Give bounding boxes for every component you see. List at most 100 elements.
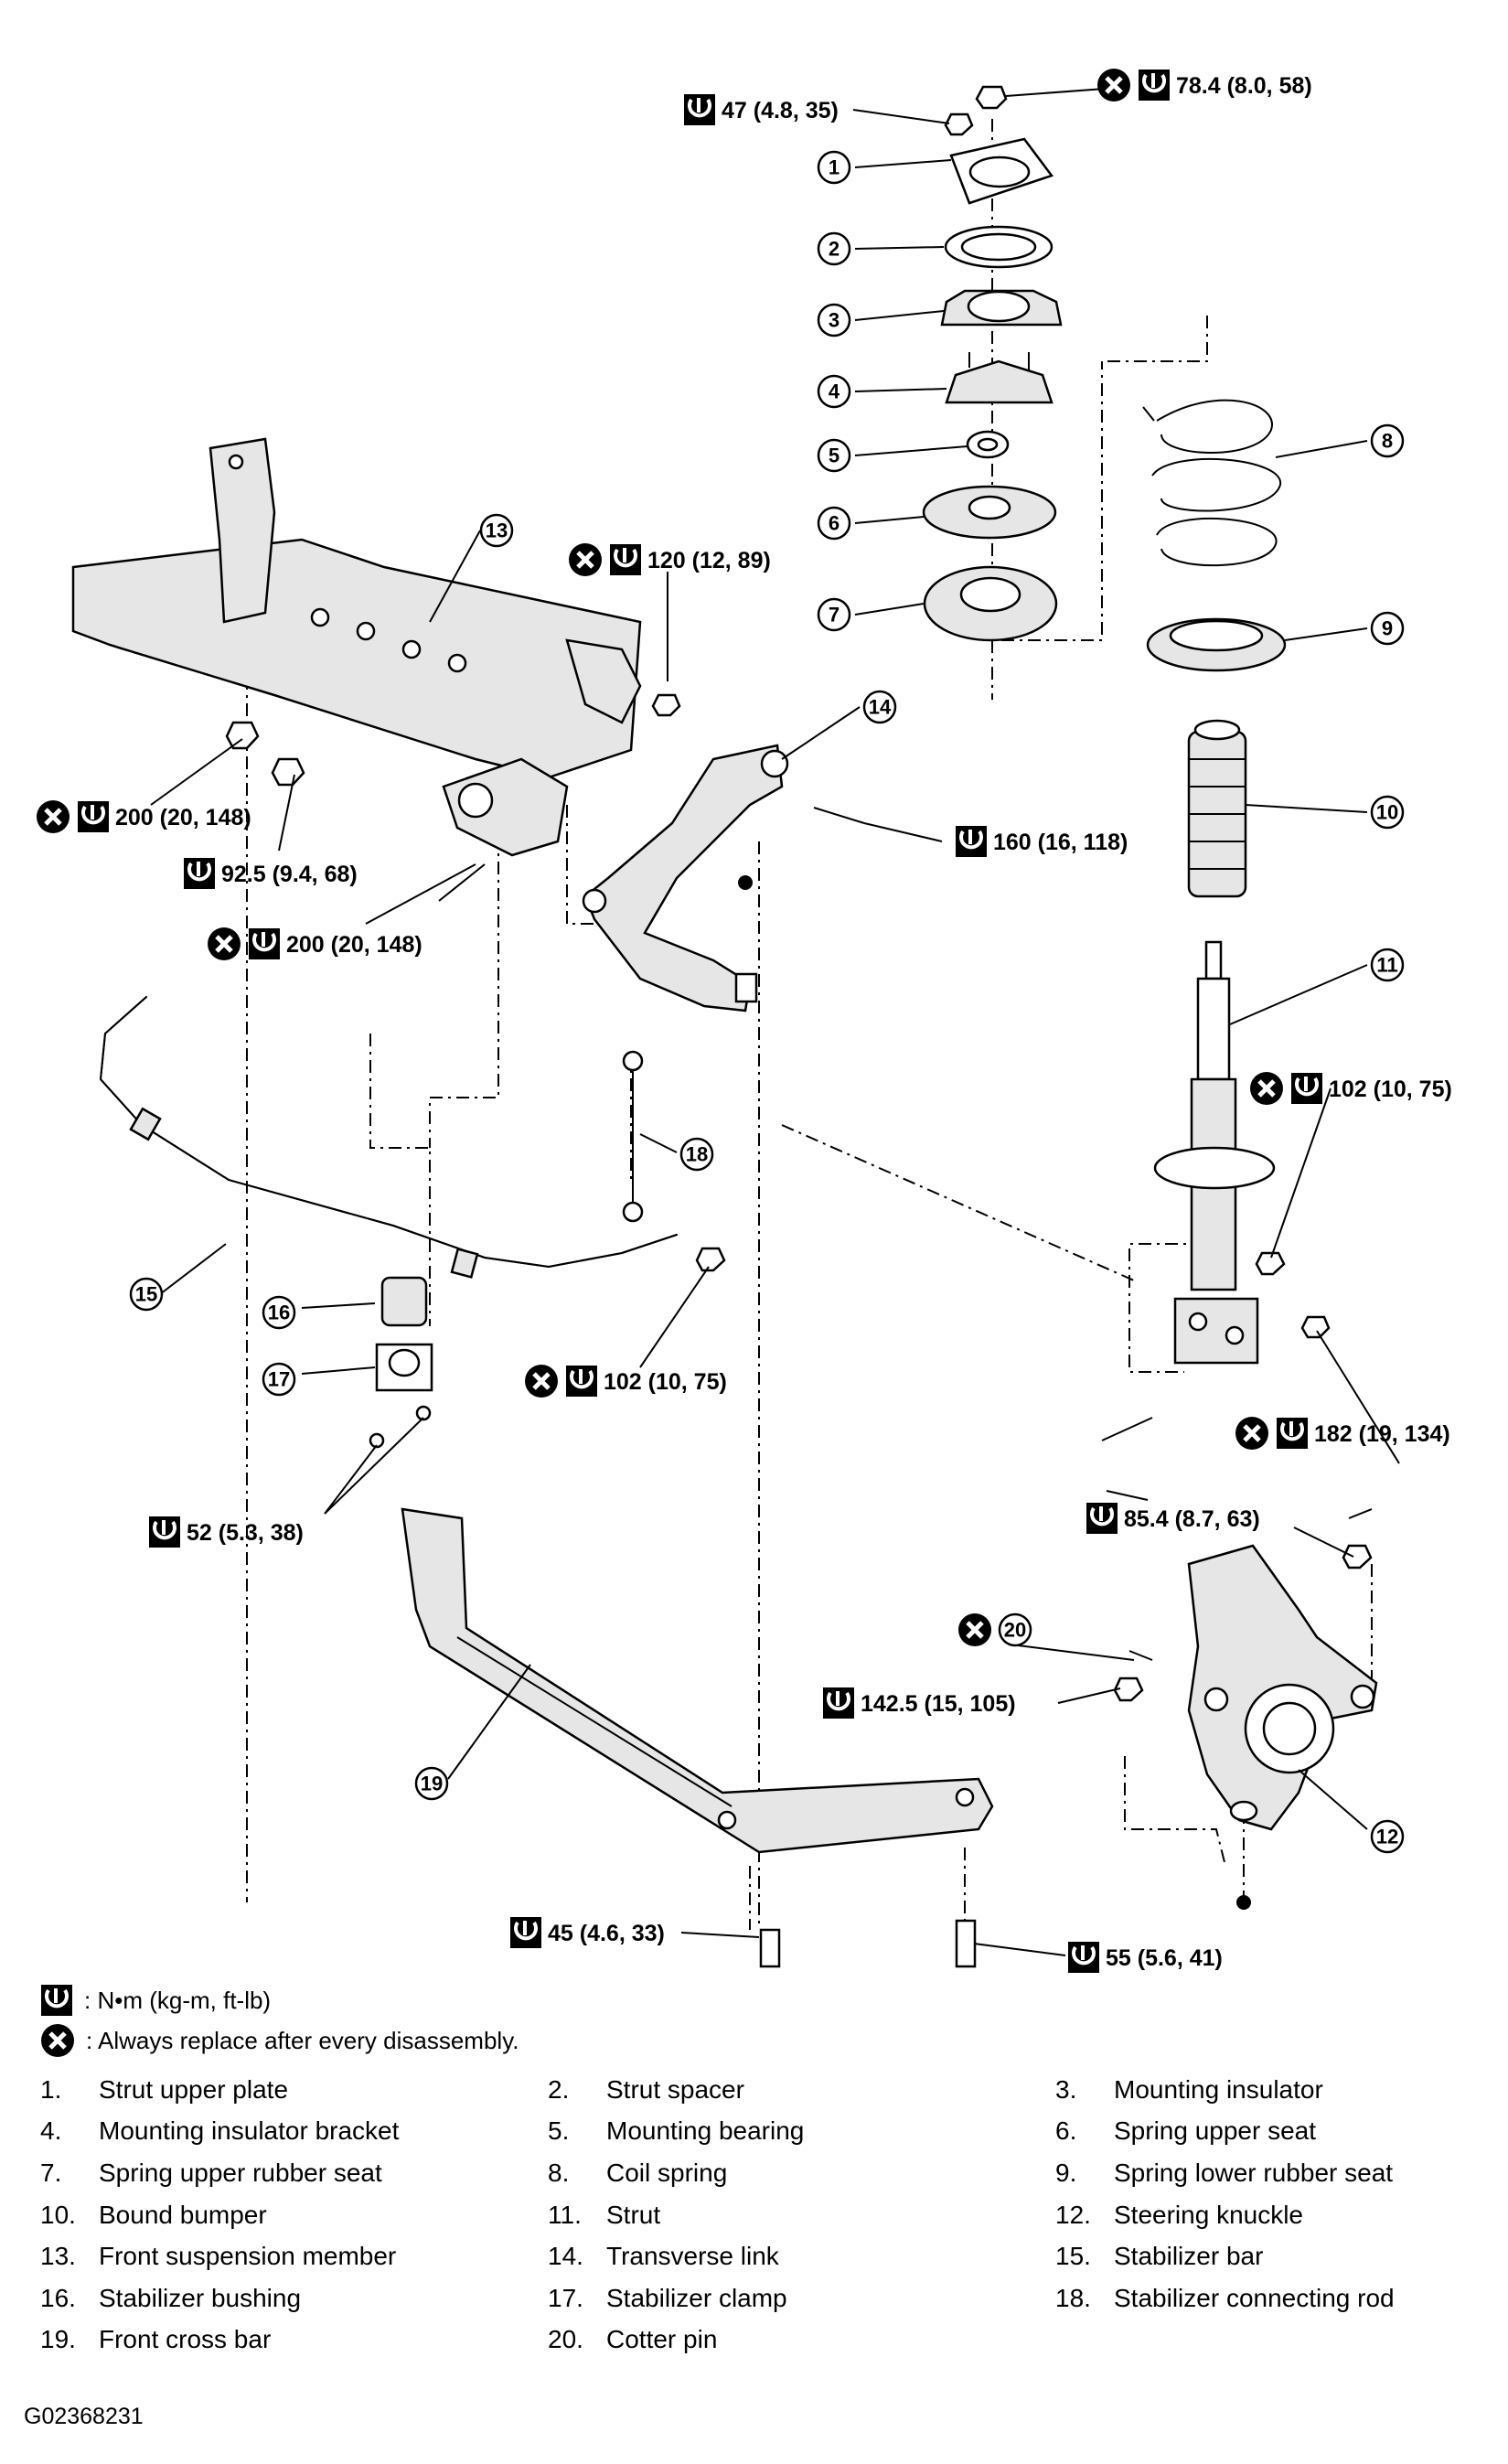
svg-text:102 (10, 75): 102 (10, 75) <box>604 1369 727 1395</box>
replace-x-icon <box>1097 69 1130 102</box>
replace-x-icon <box>569 543 602 576</box>
torque-wrench-icon <box>608 542 643 577</box>
parts-list-item: 3.Mounting insulator <box>1055 2074 1323 2104</box>
parts-list-item: 10.Bound bumper <box>40 2200 267 2229</box>
torque-wrench-icon <box>821 1686 856 1720</box>
torque-label-182: 182 (19, 134) <box>1235 1417 1450 1450</box>
torque-wrench-icon <box>1085 1501 1119 1536</box>
svg-text:9: 9 <box>1382 617 1393 640</box>
parts-list-item: 16.Stabilizer bushing <box>40 2283 302 2312</box>
callout-5: 5 <box>817 438 851 473</box>
svg-text:45 (4.6, 33): 45 (4.6, 33) <box>548 1921 665 1946</box>
callout-12: 12 <box>1370 1819 1405 1854</box>
stabilizer-bar-part <box>99 996 678 1279</box>
parts-list-item: 1.Strut upper plate <box>40 2074 289 2104</box>
torque-label-85: 85.4 (8.7, 63) <box>1085 1501 1260 1536</box>
callout-17: 17 <box>262 1362 296 1397</box>
callout-20: 20 <box>998 1612 1032 1647</box>
torque-label-142: 142.5 (15, 105) <box>821 1686 1016 1720</box>
torque-wrench-icon <box>508 1915 543 1950</box>
torque-wrench-icon <box>40 1984 73 2017</box>
replace-x-icon <box>37 800 70 833</box>
stabilizer-connecting-rod-part <box>622 1050 726 1272</box>
svg-text:200 (20, 148): 200 (20, 148) <box>115 805 251 830</box>
callout-14: 14 <box>862 690 897 724</box>
svg-text:160 (16, 118): 160 (16, 118) <box>993 830 1128 855</box>
replace-x-icon <box>1250 1072 1283 1105</box>
parts-list-item: 15.Stabilizer bar <box>1055 2242 1264 2271</box>
torque-wrench-icon <box>247 927 282 961</box>
callout-3: 3 <box>817 303 851 337</box>
svg-text:142.5 (15, 105): 142.5 (15, 105) <box>861 1691 1016 1717</box>
torque-label-120: 120 (12, 89) <box>569 543 771 576</box>
strut-upper-plate-hole <box>968 155 1031 188</box>
callout-18: 18 <box>679 1137 714 1172</box>
parts-list-item: 20.Cotter pin <box>548 2325 718 2354</box>
svg-text:4: 4 <box>829 380 840 403</box>
torque-label-200a: 200 (20, 148) <box>37 800 251 833</box>
parts-list-item: 2.Strut spacer <box>548 2074 744 2104</box>
svg-text:20: 20 <box>1004 1619 1026 1642</box>
svg-text:19: 19 <box>421 1773 443 1795</box>
torque-wrench-icon <box>1289 1071 1324 1106</box>
svg-text:5: 5 <box>829 445 840 467</box>
svg-text:6: 6 <box>829 512 840 535</box>
torque-wrench-icon <box>1066 1940 1101 1975</box>
torque-label-55: 55 (5.6, 41) <box>1066 1940 1223 1975</box>
parts-list-item: 8.Coil spring <box>548 2158 728 2187</box>
parts-list-item: 6.Spring upper seat <box>1055 2116 1317 2146</box>
parts-list-item: 9.Spring lower rubber seat <box>1055 2158 1394 2187</box>
replace-x-icon <box>40 2023 75 2058</box>
torque-label-102a: 102 (10, 75) <box>1250 1072 1452 1105</box>
front-cross-bar-part <box>401 1507 994 1854</box>
torque-wrench-icon <box>76 799 111 834</box>
svg-text:15: 15 <box>135 1283 157 1306</box>
callout-10: 10 <box>1370 795 1405 830</box>
svg-text:182 (19, 134): 182 (19, 134) <box>1314 1421 1450 1447</box>
parts-list-item: 18.Stabilizer connecting rod <box>1055 2283 1395 2312</box>
callout-7: 7 <box>817 597 851 632</box>
callout-4: 4 <box>817 374 851 409</box>
torque-label-200b: 200 (20, 148) <box>208 927 422 960</box>
svg-text:78.4 (8.0, 58): 78.4 (8.0, 58) <box>1176 73 1312 99</box>
torque-label-92: 92.5 (9.4, 68) <box>182 856 358 891</box>
parts-list-item: 4.Mounting insulator bracket <box>40 2116 400 2146</box>
replace-x-icon <box>1235 1417 1268 1450</box>
torque-label-47: 47 (4.8, 35) <box>682 92 839 127</box>
callout-8: 8 <box>1370 423 1405 458</box>
parts-list-item: 14.Transverse link <box>548 2242 779 2271</box>
parts-list-item: 17.Stabilizer clamp <box>548 2283 787 2312</box>
parts-list: 1.Strut upper plate 2.Strut spacer 3.Mou… <box>40 2069 1485 2361</box>
parts-list-item: 11.Strut <box>548 2200 661 2229</box>
callout-13: 13 <box>479 513 514 548</box>
torque-wrench-icon <box>954 824 989 859</box>
front-suspension-member-part <box>71 437 642 857</box>
steering-knuckle-part <box>1187 1544 1378 1831</box>
legend-replace-note: : Always replace after every disassembly… <box>86 2026 519 2054</box>
svg-text:92.5 (9.4, 68): 92.5 (9.4, 68) <box>221 862 358 887</box>
svg-text:120 (12, 89): 120 (12, 89) <box>647 548 771 573</box>
parts-list-item: 5.Mounting bearing <box>548 2116 805 2146</box>
legend-torque-unit: : N•m (kg-m, ft-lb) <box>84 1986 272 2014</box>
coil-spring <box>1142 399 1282 567</box>
svg-text:3: 3 <box>829 309 840 332</box>
figure-id: G02368231 <box>24 2404 144 2429</box>
replace-x-icon <box>525 1365 558 1398</box>
torque-wrench-icon <box>182 856 217 891</box>
replace-x-icon <box>958 1613 991 1646</box>
svg-text:13: 13 <box>486 520 508 542</box>
svg-text:14: 14 <box>869 696 892 719</box>
svg-text:85.4 (8.7, 63): 85.4 (8.7, 63) <box>1124 1506 1260 1532</box>
callouts: 1 2 3 4 5 6 7 8 9 10 11 12 13 14 15 16 1… <box>129 150 1405 1854</box>
callout-1: 1 <box>817 150 851 185</box>
mounting-insulator-bracket <box>945 359 1053 404</box>
parts-list-item: 13.Front suspension member <box>40 2242 397 2271</box>
svg-text:52 (5.3, 38): 52 (5.3, 38) <box>187 1520 304 1546</box>
strut-assembly <box>1153 940 1276 1365</box>
svg-text:7: 7 <box>829 604 840 627</box>
bound-bumper <box>1187 719 1247 898</box>
svg-text:2: 2 <box>829 238 840 261</box>
svg-text:17: 17 <box>268 1368 290 1391</box>
svg-text:1: 1 <box>829 156 840 179</box>
stabilizer-bushing-part <box>375 1276 433 1392</box>
